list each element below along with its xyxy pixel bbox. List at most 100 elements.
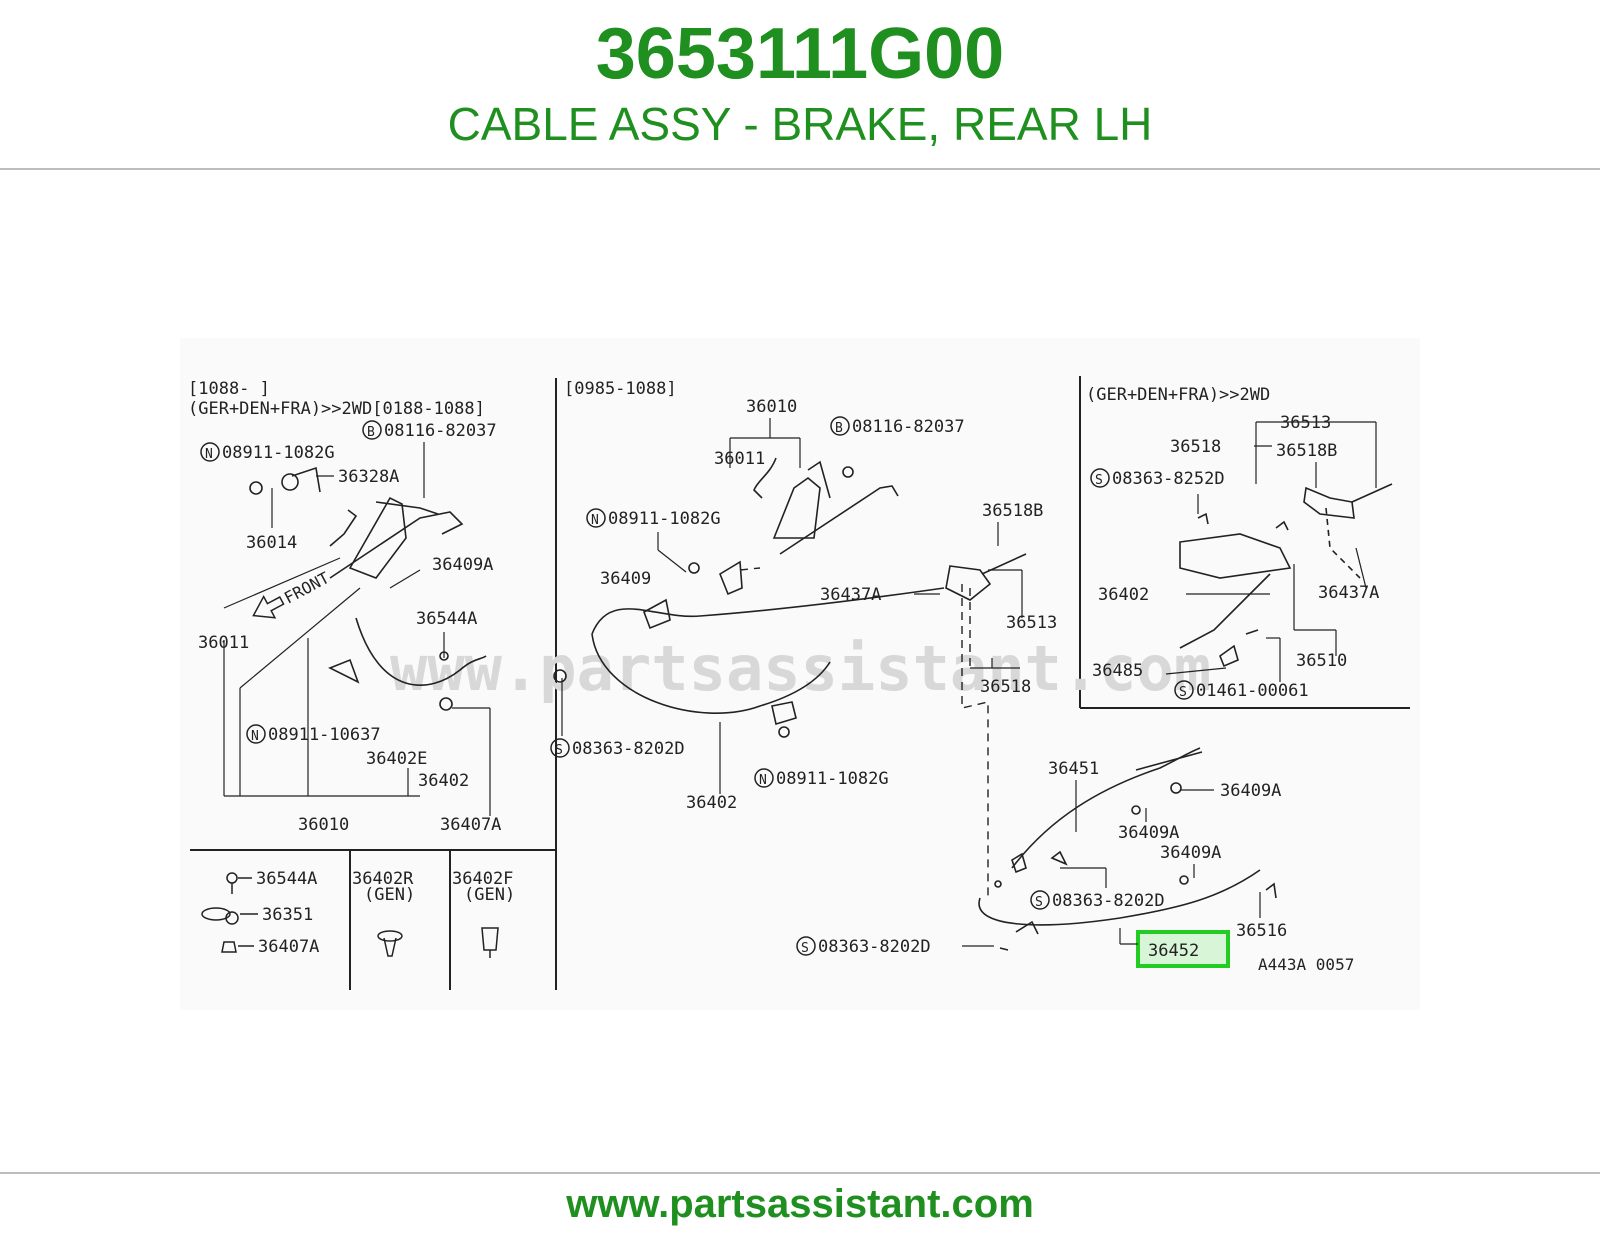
label-08363-8252D: 08363-8252D (1112, 469, 1225, 489)
s-symbol-letter-mid: S (555, 743, 563, 758)
part-number-title: 3653111G00 (595, 14, 1005, 94)
label-36402-mid: 36402 (686, 793, 737, 813)
n-symbol-circle-2 (246, 724, 266, 744)
label-36409A-a: 36409A (1220, 781, 1281, 801)
label-08911-1082G-mid-b: 08911-1082G (776, 769, 889, 789)
label-08363-8202D-lower-a: 08363-8202D (1052, 891, 1165, 911)
s-symbol-letter-lower-2: S (801, 941, 809, 956)
label-36513-right: 36513 (1280, 413, 1331, 433)
left-panel: [1088- ] (GER+DEN+FRA)>>2WD[0188-1088] N… (188, 379, 515, 958)
front-arrow: FRONT (252, 568, 333, 619)
n-symbol-circle (200, 442, 220, 462)
sub-box-b: 36402R (GEN) (352, 869, 415, 957)
middle-panel: [0985-1088] 36010 B 08116-82037 36011 N … (550, 379, 1057, 898)
n-symbol-letter: N (205, 447, 213, 462)
label-36437A-mid: 36437A (820, 585, 881, 605)
s-symbol-letter-right: S (1095, 473, 1103, 488)
s-symbol-letter-lower: S (1035, 895, 1043, 910)
front-label: FRONT (281, 568, 333, 608)
label-08363-8202D-mid: 08363-8202D (572, 739, 685, 759)
label-36328A: 36328A (338, 467, 399, 487)
label-08911-1082G-mid-a: 08911-1082G (608, 509, 721, 529)
label-08116-82037-left: 08116-82037 (384, 421, 497, 441)
footer-divider (0, 1172, 1600, 1174)
parts-diagram: www.partsassistant.com [1088- ] (GER+DEN… (180, 338, 1420, 1010)
front-arrow-icon (252, 594, 285, 619)
parts-diagram-svg: www.partsassistant.com [1088- ] (GER+DEN… (188, 376, 1410, 990)
figure-code: A443A 0057 (1258, 955, 1354, 974)
label-36010-left: 36010 (298, 815, 349, 835)
s-symbol-circle-right (1090, 468, 1110, 488)
left-range-label: [1088- ] (188, 379, 270, 399)
sub-sub-gen-1: (GEN) (364, 885, 415, 905)
label-36451: 36451 (1048, 759, 1099, 779)
n-symbol-circle-mid (586, 508, 606, 528)
n-symbol-circle-mid-2 (754, 768, 774, 788)
label-36402-left: 36402 (418, 771, 469, 791)
panel-dividers (190, 376, 1410, 990)
lower-cable-sketch (978, 747, 1277, 951)
middle-leaders (561, 418, 1023, 794)
right-panel: (GER+DEN+FRA)>>2WD 36513 36518 36518B S … (1086, 385, 1393, 701)
sub-title-36402F: 36402F (452, 869, 513, 889)
b-symbol-circle (362, 420, 382, 440)
label-36409A-left: 36409A (432, 555, 493, 575)
label-36402E: 36402E (366, 749, 427, 769)
header-divider (0, 168, 1600, 170)
label-36452-highlight[interactable]: 36452 (1148, 941, 1199, 961)
s-symbol-circle-mid (550, 738, 570, 758)
s-symbol-circle-lower (1030, 890, 1050, 910)
sub-label-36407A: 36407A (258, 937, 319, 957)
right-leaders (1165, 421, 1377, 682)
label-08911-1082G-left: 08911-1082G (222, 443, 335, 463)
n-symbol-letter-2: N (251, 729, 259, 744)
label-36010-mid: 36010 (746, 397, 797, 417)
label-36510: 36510 (1296, 651, 1347, 671)
right-variant-label: (GER+DEN+FRA)>>2WD (1086, 385, 1270, 405)
label-08363-8202D-lower-b: 08363-8202D (818, 937, 931, 957)
label-08911-10637: 08911-10637 (268, 725, 381, 745)
label-36014: 36014 (246, 533, 297, 553)
label-08116-82037-mid: 08116-82037 (852, 417, 965, 437)
watermark-text: www.partsassistant.com (390, 632, 1211, 705)
label-36518-right: 36518 (1170, 437, 1221, 457)
sub-box-c: 36402F (GEN) (452, 869, 515, 958)
sub-title-36402R: 36402R (352, 869, 414, 889)
label-36518-mid: 36518 (980, 677, 1031, 697)
left-variant-label: (GER+DEN+FRA)>>2WD[0188-1088] (188, 399, 485, 419)
sub-label-36351: 36351 (262, 905, 313, 925)
part-description: CABLE ASSY - BRAKE, REAR LH (447, 98, 1153, 150)
label-36407A-left: 36407A (440, 815, 501, 835)
lower-leaders (962, 780, 1261, 947)
left-leaders (223, 442, 491, 816)
n-symbol-letter-mid-2: N (759, 773, 767, 788)
sub-label-36544A: 36544A (256, 869, 317, 889)
n-symbol-letter-mid: N (591, 513, 599, 528)
footer-url[interactable]: www.partsassistant.com (566, 1182, 1034, 1226)
middle-lever-sketch (553, 457, 1027, 738)
label-36011-mid: 36011 (714, 449, 765, 469)
b-symbol-letter-mid: B (835, 421, 843, 436)
label-36485: 36485 (1092, 661, 1143, 681)
sub-box-a: 36544A 36351 36407A (201, 869, 319, 957)
label-36544A-left: 36544A (416, 609, 477, 629)
middle-range-label: [0985-1088] (564, 379, 677, 399)
label-36409A-c: 36409A (1160, 843, 1221, 863)
s-symbol-letter-right-2: S (1179, 685, 1187, 700)
label-36518B-right: 36518B (1276, 441, 1337, 461)
b-symbol-circle-mid (830, 416, 850, 436)
left-lever-sketch (249, 466, 487, 711)
lower-right-panel: 36451 36409A 36409A 36409A S 08363-8202D… (796, 747, 1354, 974)
label-36402-right: 36402 (1098, 585, 1149, 605)
label-36518B-mid: 36518B (982, 501, 1043, 521)
label-36516: 36516 (1236, 921, 1287, 941)
highlight-box-36452[interactable] (1136, 930, 1230, 968)
right-bracket-sketch (1179, 483, 1393, 668)
sub-sub-gen-2: (GEN) (464, 885, 515, 905)
label-36409-mid: 36409 (600, 569, 651, 589)
page-header: 3653111G00 CABLE ASSY - BRAKE, REAR LH (0, 0, 1600, 168)
middle-dashed-lines (739, 567, 989, 898)
s-symbol-circle-right-2 (1174, 680, 1194, 700)
label-36437A-right: 36437A (1318, 583, 1379, 603)
label-01461-00061: 01461-00061 (1196, 681, 1309, 701)
